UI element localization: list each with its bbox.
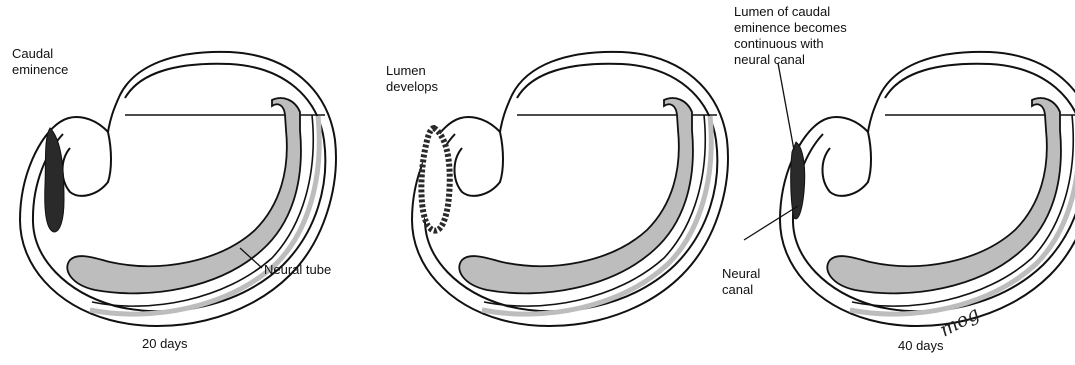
embryo-outline-40-days (780, 52, 1075, 326)
panel-20-days (20, 52, 336, 326)
label-neural-canal: Neural canal (722, 266, 760, 298)
caption-20-days: 20 days (142, 336, 188, 352)
panel-40-days (744, 52, 1075, 326)
eminence-with-lumen (421, 128, 449, 231)
leader-continuous (778, 63, 794, 150)
panel-intermediate (412, 52, 728, 326)
label-lumen-continuous: Lumen of caudal eminence becomes continu… (734, 4, 847, 68)
embryo-outline-intermediate (412, 52, 728, 326)
neural-canal-dark (791, 142, 805, 219)
embryo-outline-20-days (20, 52, 336, 326)
label-neural-tube: Neural tube (264, 262, 331, 278)
leader-neural-canal (744, 206, 798, 240)
caption-40-days: 40 days (898, 338, 944, 354)
caudal-eminence-mass (45, 128, 64, 232)
label-caudal-eminence: Caudal eminence (12, 46, 68, 78)
label-lumen-develops: Lumen develops (386, 63, 438, 95)
